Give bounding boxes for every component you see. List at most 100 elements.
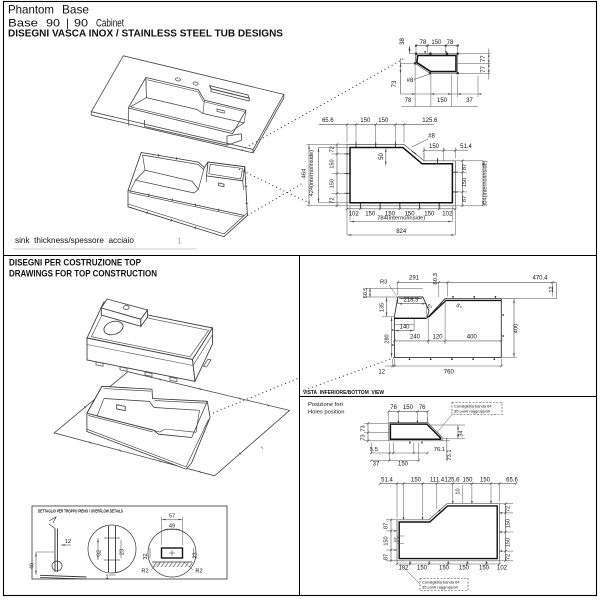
svg-text:Holes position: Holes position — [308, 410, 344, 416]
svg-text:784(interno/inside): 784(interno/inside) — [377, 216, 425, 222]
svg-text:102: 102 — [398, 565, 409, 571]
svg-text:12: 12 — [549, 286, 555, 292]
svg-text:150: 150 — [329, 179, 335, 188]
svg-text:35 punti raggruppati: 35 punti raggruppati — [422, 585, 458, 590]
svg-text:72: 72 — [506, 554, 512, 560]
svg-text:125.6: 125.6 — [422, 118, 438, 124]
svg-text:150: 150 — [431, 40, 442, 46]
svg-text:sink thickness/spessore acci: sink thickness/spessore acciaio — [15, 236, 134, 245]
svg-text:150: 150 — [506, 538, 512, 547]
svg-text:150: 150 — [403, 405, 414, 411]
svg-text:76: 76 — [419, 405, 426, 411]
svg-text:824: 824 — [396, 229, 407, 235]
svg-text:5.5: 5.5 — [370, 447, 378, 453]
svg-text:135: 135 — [380, 303, 386, 312]
svg-text:150: 150 — [439, 565, 450, 571]
svg-text:150: 150 — [424, 211, 435, 217]
svg-text:291: 291 — [409, 275, 420, 281]
svg-text:464: 464 — [301, 168, 307, 178]
svg-text:150: 150 — [506, 519, 512, 528]
svg-text:50: 50 — [379, 153, 385, 160]
svg-text:1: 1 — [105, 575, 108, 581]
svg-text:150: 150 — [479, 565, 490, 571]
svg-text:400: 400 — [514, 324, 520, 334]
svg-text:38: 38 — [400, 38, 406, 45]
svg-text:Base: Base — [62, 3, 89, 17]
svg-text:87: 87 — [384, 523, 390, 529]
svg-text:10: 10 — [456, 488, 462, 494]
svg-text:150: 150 — [429, 144, 440, 150]
svg-text:32: 32 — [143, 553, 149, 559]
svg-text:77: 77 — [481, 65, 487, 72]
svg-text:470.4: 470.4 — [532, 275, 548, 281]
svg-text:73.1: 73.1 — [447, 450, 453, 461]
svg-text:150: 150 — [365, 211, 376, 217]
svg-text:120: 120 — [432, 335, 443, 341]
svg-text:150: 150 — [360, 118, 371, 124]
svg-text:102: 102 — [349, 211, 360, 217]
svg-text:73: 73 — [361, 425, 367, 431]
svg-text:78: 78 — [405, 98, 412, 104]
svg-text:37: 37 — [466, 98, 473, 104]
svg-text:VISTA INFERIORE/BOTTOM VIEW: VISTA INFERIORE/BOTTOM VIEW — [303, 390, 385, 396]
svg-text:150: 150 — [384, 536, 390, 545]
svg-text:76: 76 — [390, 405, 397, 411]
svg-text:280: 280 — [385, 334, 391, 343]
svg-text:49: 49 — [169, 524, 175, 530]
svg-text:34: 34 — [458, 430, 464, 436]
svg-text:102: 102 — [442, 211, 453, 217]
svg-text:150: 150 — [462, 178, 468, 187]
svg-text:12: 12 — [378, 370, 385, 376]
svg-text:150: 150 — [411, 477, 422, 483]
svg-text:51.4: 51.4 — [460, 144, 472, 150]
svg-text:#8: #8 — [407, 78, 414, 84]
svg-text:87: 87 — [384, 554, 390, 560]
svg-text:23: 23 — [120, 549, 126, 555]
svg-text:218.3: 218.3 — [403, 298, 419, 304]
svg-text:72: 72 — [329, 146, 335, 152]
svg-text:77: 77 — [481, 55, 487, 62]
svg-text:304(interno/inside): 304(interno/inside) — [483, 160, 489, 206]
svg-text:R2: R2 — [195, 569, 202, 575]
svg-text:76.1: 76.1 — [434, 447, 445, 453]
svg-text:72: 72 — [506, 506, 512, 512]
svg-text:150: 150 — [462, 477, 473, 483]
svg-text:78: 78 — [447, 40, 454, 46]
svg-text:150: 150 — [417, 565, 428, 571]
svg-text:51.4: 51.4 — [381, 477, 393, 483]
svg-text:102: 102 — [497, 565, 508, 571]
svg-text:87: 87 — [462, 164, 468, 170]
svg-text:150: 150 — [398, 461, 409, 467]
svg-text:150: 150 — [437, 98, 448, 104]
svg-text:10: 10 — [393, 538, 399, 544]
svg-text:DETTAGLIO PER TROPPO PIENO / O: DETTAGLIO PER TROPPO PIENO / OVERFLOW DE… — [38, 509, 123, 514]
svg-text:DRAWINGS FOR TOP CONSTRUCTION: DRAWINGS FOR TOP CONSTRUCTION — [9, 268, 157, 278]
svg-text:#8: #8 — [428, 134, 435, 140]
svg-text:R3: R3 — [380, 280, 387, 286]
svg-text:35 punti raggruppati: 35 punti raggruppati — [454, 409, 490, 414]
svg-text:65.6: 65.6 — [506, 477, 518, 483]
svg-text:87: 87 — [462, 196, 468, 202]
svg-text:32: 32 — [97, 550, 103, 556]
svg-text:150: 150 — [480, 477, 491, 483]
svg-text:Posizione fori: Posizione fori — [308, 402, 343, 408]
svg-text:Phantom: Phantom — [8, 3, 54, 17]
svg-text:37: 37 — [373, 461, 380, 467]
svg-text:760: 760 — [444, 370, 455, 376]
svg-text:73: 73 — [392, 80, 398, 87]
svg-text:73: 73 — [361, 434, 367, 440]
svg-text:12: 12 — [65, 539, 71, 545]
svg-text:150: 150 — [459, 565, 470, 571]
svg-text:111.4: 111.4 — [430, 477, 445, 483]
svg-text:240: 240 — [410, 335, 421, 341]
svg-text:57: 57 — [169, 514, 175, 520]
svg-text:DISEGNI VASCA INOX / STAINLESS: DISEGNI VASCA INOX / STAINLESS STEEL TUB… — [8, 29, 284, 40]
svg-text:150: 150 — [378, 118, 389, 124]
svg-text:65.6: 65.6 — [322, 118, 334, 124]
svg-text:140: 140 — [399, 324, 410, 330]
svg-text:424(interno/inside): 424(interno/inside) — [309, 150, 315, 196]
svg-text:78: 78 — [420, 40, 427, 46]
svg-text:150: 150 — [329, 159, 335, 168]
svg-text:60.3: 60.3 — [433, 273, 439, 284]
svg-text:DISEGNI PER COSTRUZIONE TOP: DISEGNI PER COSTRUZIONE TOP — [9, 258, 141, 268]
